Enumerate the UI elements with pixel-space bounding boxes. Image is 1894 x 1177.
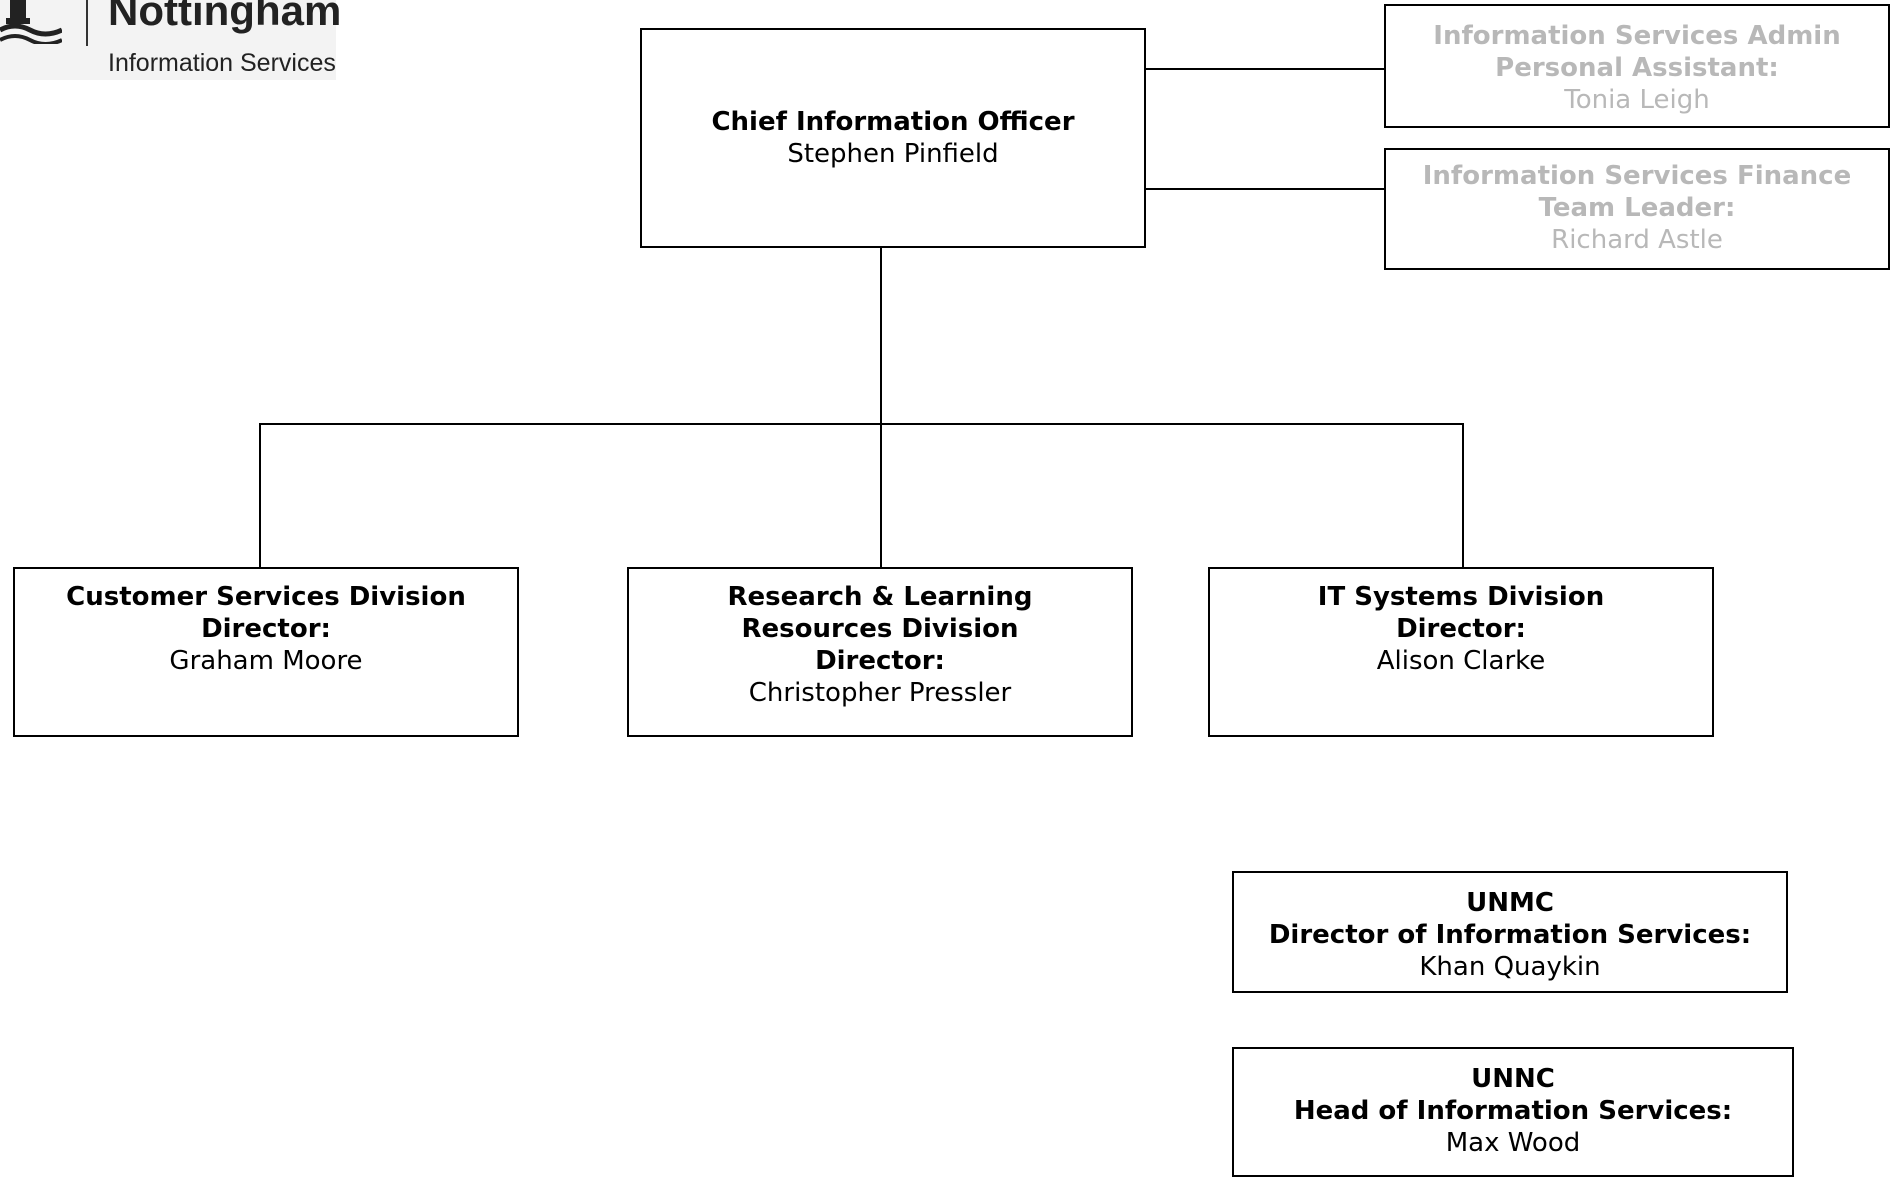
box-name: Graham Moore: [169, 646, 363, 676]
it-systems-director-box: IT Systems Division Director: Alison Cla…: [1208, 567, 1714, 737]
box-role-line1: Information Services Admin: [1433, 21, 1841, 51]
box-role: Chief Information Officer: [711, 107, 1075, 137]
box-role-line2: Resources Division: [741, 614, 1019, 644]
admin-pa-box: Information Services Admin Personal Assi…: [1384, 4, 1890, 128]
customer-services-director-box: Customer Services Division Director: Gra…: [13, 567, 519, 737]
box-role-line2: Team Leader:: [1538, 193, 1736, 223]
connector-to-it-systems: [1462, 423, 1464, 567]
connector-chief-down: [880, 248, 882, 567]
box-role: Director of Information Services:: [1268, 920, 1752, 950]
box-role-line2: Personal Assistant:: [1495, 53, 1779, 83]
box-role-line1: Information Services Finance: [1422, 161, 1852, 191]
unnc-head-box: UNNC Head of Information Services: Max W…: [1232, 1047, 1794, 1177]
connector-to-research-learning: [880, 423, 882, 567]
connector-chief-to-finance: [1145, 188, 1385, 190]
box-role-line1: Research & Learning: [727, 582, 1033, 612]
box-campus: UNNC: [1471, 1064, 1555, 1094]
logo-title: Nottingham: [108, 0, 342, 34]
box-role-line2: Director:: [1396, 614, 1526, 644]
unmc-director-box: UNMC Director of Information Services: K…: [1232, 871, 1788, 993]
university-logo: Nottingham Information Services: [0, 0, 341, 80]
box-role: Head of Information Services:: [1293, 1096, 1733, 1126]
box-name: Alison Clarke: [1376, 646, 1546, 676]
box-name: Khan Quaykin: [1419, 952, 1601, 982]
logo-divider: [86, 0, 88, 46]
chief-information-officer-box: Chief Information Officer Stephen Pinfie…: [640, 28, 1146, 248]
box-role-line3: Director:: [815, 646, 945, 676]
connector-to-customer-services: [259, 423, 261, 567]
box-name: Richard Astle: [1551, 225, 1723, 255]
box-name: Christopher Pressler: [748, 678, 1012, 708]
box-campus: UNMC: [1466, 888, 1554, 918]
connector-chief-to-pa: [1145, 68, 1385, 70]
logo-subtitle: Information Services: [108, 49, 336, 77]
box-name: Max Wood: [1445, 1128, 1581, 1158]
box-name: Tonia Leigh: [1564, 85, 1710, 115]
finance-team-leader-box: Information Services Finance Team Leader…: [1384, 148, 1890, 270]
box-role-line1: Customer Services Division: [66, 582, 466, 612]
connector-division-bar: [259, 423, 1464, 425]
box-role-line1: IT Systems Division: [1317, 582, 1605, 612]
castle-logo-icon: [0, 0, 62, 44]
research-learning-director-box: Research & Learning Resources Division D…: [627, 567, 1133, 737]
box-name: Stephen Pinfield: [787, 139, 999, 169]
box-role-line2: Director:: [201, 614, 331, 644]
